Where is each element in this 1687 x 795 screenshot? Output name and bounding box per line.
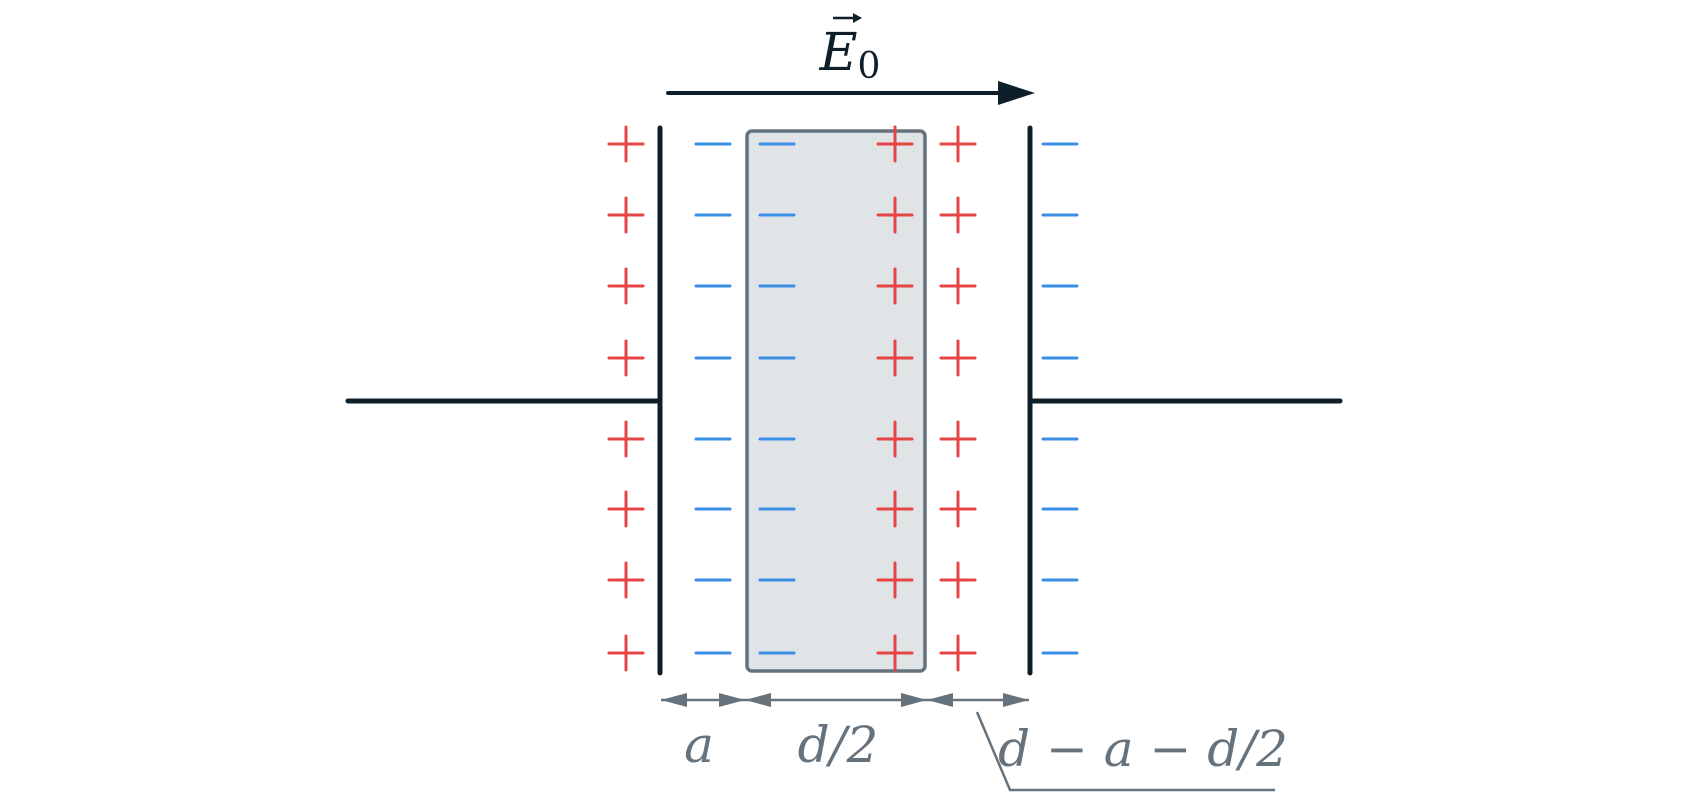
field-arrowhead-icon (998, 81, 1035, 105)
gap-left-label: a (684, 716, 714, 774)
plus-charge-icon (939, 196, 977, 234)
plus-charge-icon (607, 490, 645, 528)
field-label: E0 (819, 23, 881, 87)
field-vector-arrow-icon (833, 13, 862, 23)
plus-charge-icon (876, 339, 914, 377)
plus-charge-icon (876, 267, 914, 305)
plus-charge-icon (939, 561, 977, 599)
dimension-arrowhead-icon (719, 693, 745, 707)
field-symbol: E (819, 23, 858, 83)
plus-charge-icon (876, 634, 914, 672)
plus-charge-icon (607, 420, 645, 458)
charge-layer (607, 125, 1079, 672)
plus-charge-icon (939, 125, 977, 163)
plus-charge-icon (607, 267, 645, 305)
plus-charge-icon (939, 420, 977, 458)
plus-charge-icon (607, 196, 645, 234)
field-arrow (666, 81, 1035, 105)
plus-charge-icon (876, 125, 914, 163)
dimension-arrowhead-icon (927, 693, 953, 707)
plus-charge-icon (876, 561, 914, 599)
dimension-arrowhead-icon (901, 693, 927, 707)
plus-charge-icon (876, 490, 914, 528)
dimension-arrowhead-icon (745, 693, 771, 707)
dimension-arrowhead-icon (661, 693, 687, 707)
plus-charge-icon (939, 490, 977, 528)
plus-charge-icon (607, 125, 645, 163)
field-subscript: 0 (858, 46, 881, 87)
gap-right-leader-line (975, 711, 1275, 792)
plus-charge-icon (607, 561, 645, 599)
dimension-arrowhead-icon (1003, 693, 1029, 707)
plus-charge-icon (876, 420, 914, 458)
slab-width-label: d/2 (798, 716, 879, 774)
gap-right-label: d − a − d/2 (998, 720, 1288, 778)
plus-charge-icon (939, 339, 977, 377)
plus-charge-icon (939, 634, 977, 672)
plus-charge-icon (939, 267, 977, 305)
dielectric-slab (745, 129, 927, 673)
plus-charge-icon (876, 196, 914, 234)
plus-charge-icon (607, 634, 645, 672)
plus-charge-icon (607, 339, 645, 377)
dimension-layer (661, 693, 1029, 707)
